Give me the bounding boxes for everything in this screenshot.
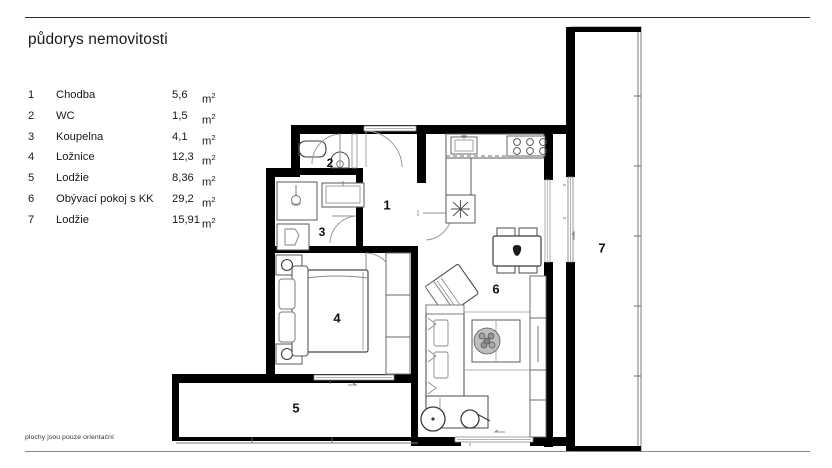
legend-area: 1,5 xyxy=(172,109,188,122)
legend-unit-exponent: 2 xyxy=(211,153,216,163)
top-divider-rule xyxy=(25,17,810,18)
bathroom-door xyxy=(329,215,357,244)
loggia-south-structure xyxy=(172,374,534,446)
legend-room-name: Lodžie xyxy=(56,213,89,226)
legend-unit-text: m xyxy=(202,197,212,210)
legend-unit-exponent: 2 xyxy=(211,111,216,121)
window-east-living xyxy=(544,179,551,263)
legend-area: 29,2 xyxy=(172,193,194,206)
legend-row: 7 Lodžie 15,91 m2 xyxy=(28,214,224,235)
bathroom-counter-icon xyxy=(321,181,365,208)
legend-number: 4 xyxy=(28,151,35,164)
legend-unit-text: m xyxy=(202,93,212,106)
legend-area: 8,36 xyxy=(172,172,194,185)
legend-room-name: Lodžie xyxy=(56,172,89,185)
legend-unit-exponent: 2 xyxy=(211,215,216,225)
legend-number: 7 xyxy=(28,213,35,226)
legend-area: 15,91 xyxy=(172,213,200,226)
loggia-east-structure xyxy=(563,26,642,452)
potted-plant-icon xyxy=(473,327,501,355)
legend-room-name: WC xyxy=(56,109,75,122)
refrigerator-icon xyxy=(445,194,476,224)
legend-room-name: Obývací pokoj s KK xyxy=(56,193,154,206)
room-bathroom xyxy=(276,181,365,251)
legend-unit: m2 xyxy=(202,131,224,152)
balcony-door-bedroom xyxy=(313,374,395,386)
legend-row: 4 Ložnice 12,3 m2 xyxy=(28,151,224,172)
bed-icon xyxy=(278,265,369,357)
legend-unit-exponent: 2 xyxy=(211,132,216,142)
legend-area: 5,6 xyxy=(172,89,188,101)
legend-unit-text: m xyxy=(202,218,212,231)
room-wc xyxy=(298,133,358,169)
balcony-railing xyxy=(634,95,641,377)
legend-body: 1 Chodba 5,6 m2 2 WC 1,5 m2 3 Koupelna 4… xyxy=(28,89,224,235)
legend-unit: m2 xyxy=(202,151,224,172)
legend-room-name: Chodba xyxy=(56,89,96,101)
entry-door xyxy=(363,125,417,168)
kitchen-area xyxy=(445,133,547,224)
legend-unit: m2 xyxy=(202,193,224,214)
wardrobe-icon xyxy=(385,252,411,375)
bedroom-furniture xyxy=(275,252,411,375)
legend-unit: m2 xyxy=(202,89,224,110)
legend-row: 3 Koupelna 4,1 m2 xyxy=(28,131,224,152)
kitchen-sink-icon xyxy=(450,134,478,155)
legend-area: 4,1 xyxy=(172,130,188,143)
legend-number: 6 xyxy=(28,193,35,206)
legend-area: 12,3 xyxy=(172,151,194,164)
legend-unit: m2 xyxy=(202,214,224,235)
legend-table: 1 Chodba 5,6 m2 2 WC 1,5 m2 3 Koupelna 4… xyxy=(28,89,224,235)
shower-icon xyxy=(276,181,318,221)
legend-unit-text: m xyxy=(202,156,212,169)
legend-room-name: Ložnice xyxy=(56,151,95,164)
legend-row: 1 Chodba 5,6 m2 xyxy=(28,89,224,110)
legend-row: 5 Lodžie 8,36 m2 xyxy=(28,172,224,193)
legend-row: 2 WC 1,5 m2 xyxy=(28,110,224,131)
balcony-door-living xyxy=(454,429,534,446)
legend-number: 2 xyxy=(28,109,35,122)
shelving-unit-icon xyxy=(529,275,547,438)
legend-number: 1 xyxy=(28,89,35,101)
legend-unit: m2 xyxy=(202,172,224,193)
legend-unit-exponent: 2 xyxy=(211,174,216,184)
window-openings xyxy=(544,179,551,263)
legend-unit-exponent: 2 xyxy=(211,195,216,205)
legend-unit: m2 xyxy=(202,110,224,131)
wc-door xyxy=(311,133,341,166)
dining-set xyxy=(492,227,542,274)
bottom-divider-rule xyxy=(25,451,810,452)
legend-row: 6 Obývací pokoj s KK 29,2 m2 xyxy=(28,193,224,214)
cooktop-icon xyxy=(506,135,547,157)
balcony-door-east xyxy=(563,176,575,263)
round-side-table-icon xyxy=(420,406,491,432)
living-room-furniture xyxy=(420,264,547,438)
page-title: půdorys nemovitosti xyxy=(28,31,168,48)
legend-room-name: Koupelna xyxy=(56,130,104,143)
room-legend: 1 Chodba 5,6 m2 2 WC 1,5 m2 3 Koupelna 4… xyxy=(28,89,224,235)
legend-unit-text: m xyxy=(202,114,212,127)
washing-machine-icon xyxy=(276,223,310,251)
legend-unit-text: m xyxy=(202,177,212,190)
balcony-railing xyxy=(251,437,333,443)
toilet-icon xyxy=(298,140,327,158)
legend-number: 3 xyxy=(28,130,35,143)
legend-unit-exponent: 2 xyxy=(211,91,216,100)
dining-table-icon xyxy=(492,235,542,267)
legend-number: 5 xyxy=(28,172,35,185)
legend-unit-text: m xyxy=(202,135,212,148)
disclaimer-note: plochy jsou pouze orientační xyxy=(25,434,114,441)
